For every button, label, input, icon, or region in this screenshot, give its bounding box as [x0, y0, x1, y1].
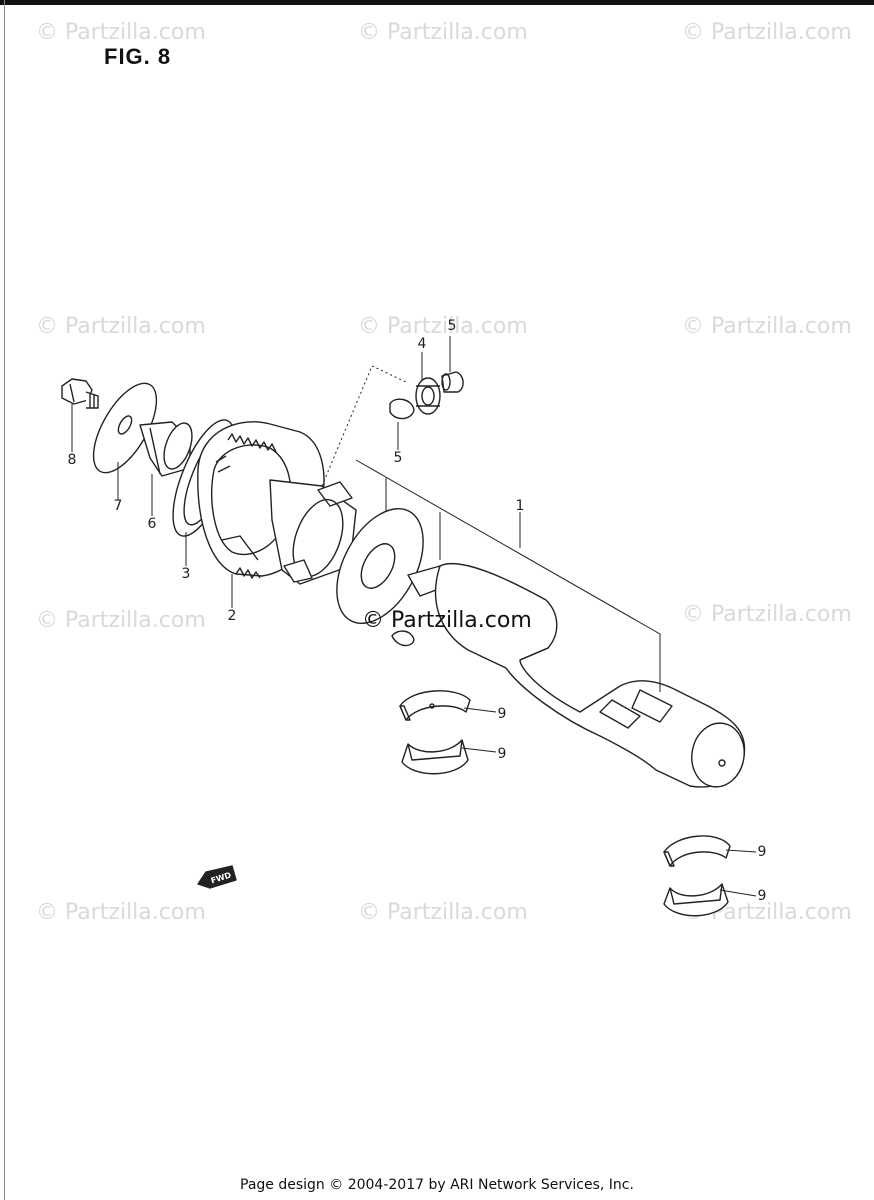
callout-9-center-upper: 9: [497, 706, 507, 722]
watermark: © Partzilla.com: [36, 900, 206, 925]
woodruff-key: [391, 630, 415, 647]
fwd-arrow-icon: [197, 865, 237, 889]
plunger-part-5-lower: [389, 398, 415, 420]
bearing-shell-right-lower: [663, 883, 729, 917]
callout-6: 6: [147, 516, 157, 532]
callout-9-right-lower: 9: [757, 888, 767, 904]
bearing-shell-right-upper: [663, 835, 731, 867]
watermark: © Partzilla.com: [358, 20, 528, 45]
bolt-part-8: [61, 378, 99, 409]
washer-large: [336, 508, 424, 624]
watermark: © Partzilla.com: [682, 602, 852, 627]
spring-part-4: [415, 377, 441, 415]
callout-8: 8: [67, 452, 77, 468]
collar-part-6: [139, 421, 193, 477]
callout-1: 1: [515, 498, 525, 514]
callout-9-right-upper: 9: [757, 844, 767, 860]
bearing-shell-center-upper: [399, 690, 471, 721]
key-block: [269, 479, 357, 585]
callout-5-upper: 5: [447, 318, 457, 334]
leader-lines: [71, 336, 757, 897]
left-border: [4, 0, 5, 1200]
callout-3: 3: [181, 566, 191, 582]
watermark: © Partzilla.com: [682, 314, 852, 339]
watermark: © Partzilla.com: [682, 20, 852, 45]
callout-5-lower: 5: [393, 450, 403, 466]
bearing-shell-center-lower: [401, 739, 469, 775]
watermark: © Partzilla.com: [358, 314, 528, 339]
callout-2: 2: [227, 608, 237, 624]
top-border: [0, 0, 874, 5]
watermark: © Partzilla.com: [36, 20, 206, 45]
watermark-center: © Partzilla.com: [362, 608, 532, 633]
callout-7: 7: [113, 498, 123, 514]
callout-4: 4: [417, 336, 427, 352]
shaft-part-1: [407, 562, 746, 788]
watermark: © Partzilla.com: [358, 900, 528, 925]
figure-title: FIG. 8: [104, 44, 172, 69]
callout-9-center-lower: 9: [497, 746, 507, 762]
watermark: © Partzilla.com: [36, 608, 206, 633]
watermark: © Partzilla.com: [36, 314, 206, 339]
footer-copyright: Page design © 2004-2017 by ARI Network S…: [240, 1177, 634, 1193]
plunger-part-5-upper: [441, 371, 464, 393]
